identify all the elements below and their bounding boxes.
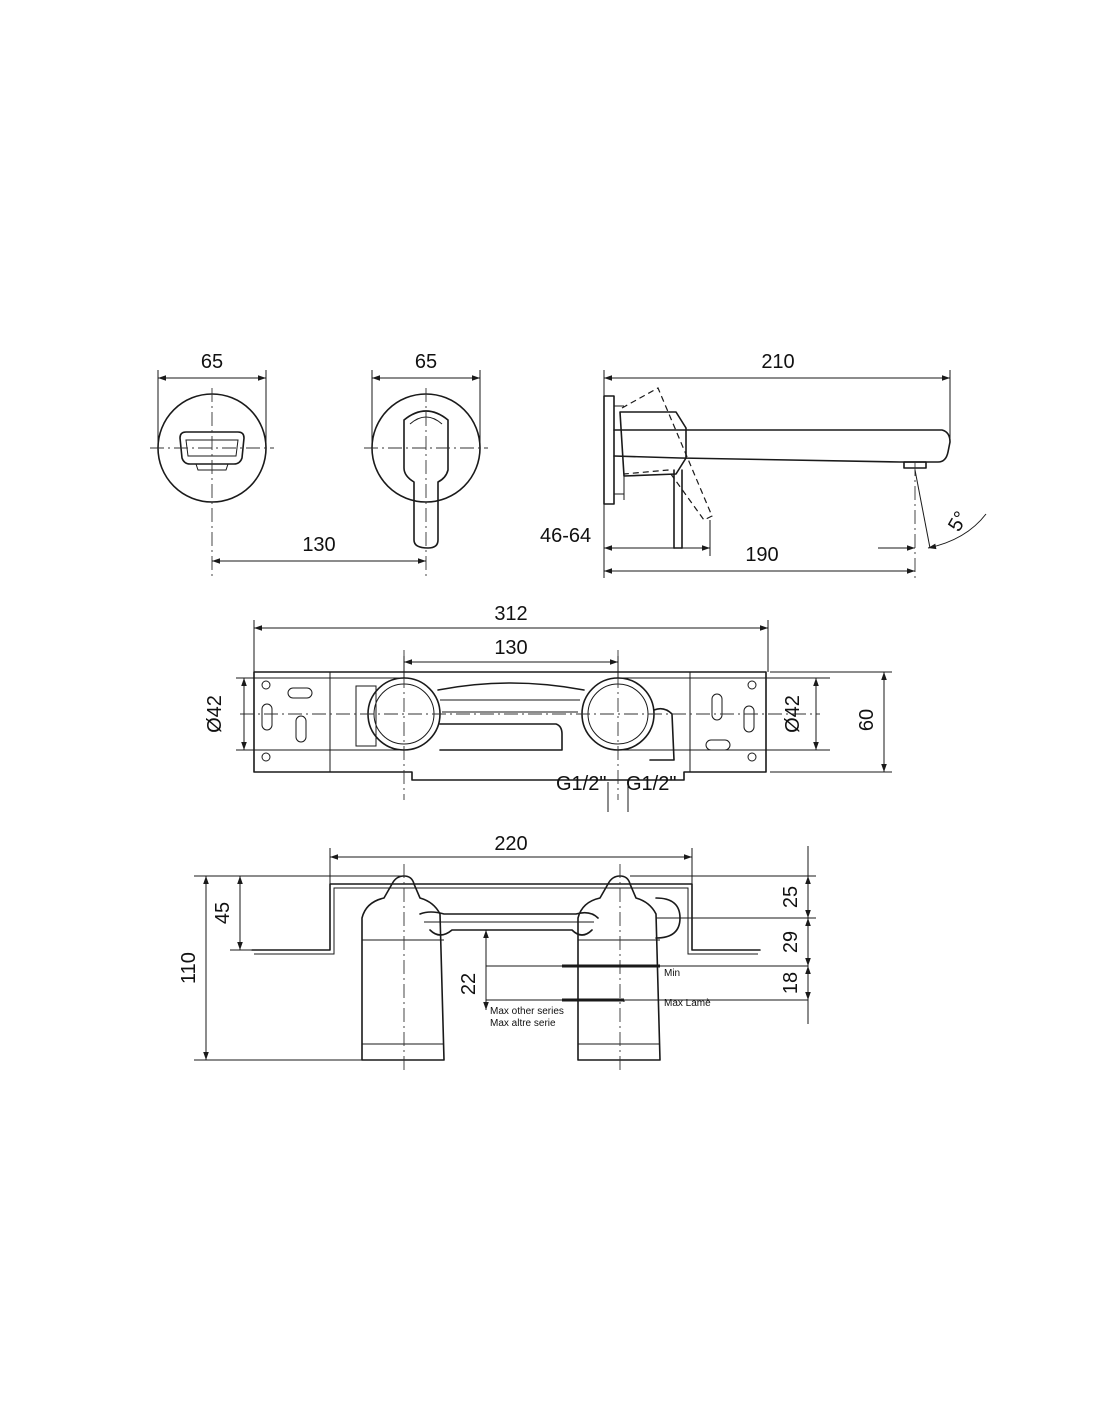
inlet-spacing-label: 130 [494, 637, 527, 659]
spout-projection-label: 190 [745, 544, 778, 566]
lower-height-label: 18 [780, 972, 802, 994]
plate-length-label: 312 [494, 603, 527, 625]
mounting-plate-view: 312 130 Ø42 Ø42 60 G1/2" G1/2" [204, 603, 892, 812]
right-thread-label: G1/2" [626, 773, 676, 795]
max-other-series-label: Max other series [490, 1006, 564, 1017]
handle-front-view: 65 [364, 351, 488, 578]
center-distance-dimension: 130 [212, 534, 426, 564]
plate-height-label: 60 [856, 709, 878, 731]
spout-front-view: 65 [150, 351, 274, 578]
min-level-label: Min [664, 968, 680, 979]
bracket-width-label: 220 [494, 833, 527, 855]
adjust-range-label: 22 [458, 973, 480, 995]
center-distance-label: 130 [302, 534, 335, 556]
left-bore-label: Ø42 [204, 695, 226, 733]
left-thread-label: G1/2" [556, 773, 606, 795]
handle-width-label: 65 [415, 351, 437, 373]
max-altre-serie-label: Max altre serie [490, 1018, 556, 1029]
upper-depth-label: 45 [212, 902, 234, 924]
total-depth-label: 110 [178, 952, 200, 984]
wall-depth-label: 46-64 [540, 525, 591, 547]
max-lame-label: Max Lamè [664, 998, 711, 1009]
mid-height-label: 29 [780, 931, 802, 953]
spout-width-label: 65 [201, 351, 223, 373]
side-view: 210 46-64 190 5° [540, 351, 987, 580]
right-bore-label: Ø42 [782, 695, 804, 733]
spout-length-label: 210 [761, 351, 794, 373]
collar-height-label: 25 [780, 886, 802, 908]
section-view: Min Max Lamè Max other series Max altre … [178, 833, 816, 1072]
